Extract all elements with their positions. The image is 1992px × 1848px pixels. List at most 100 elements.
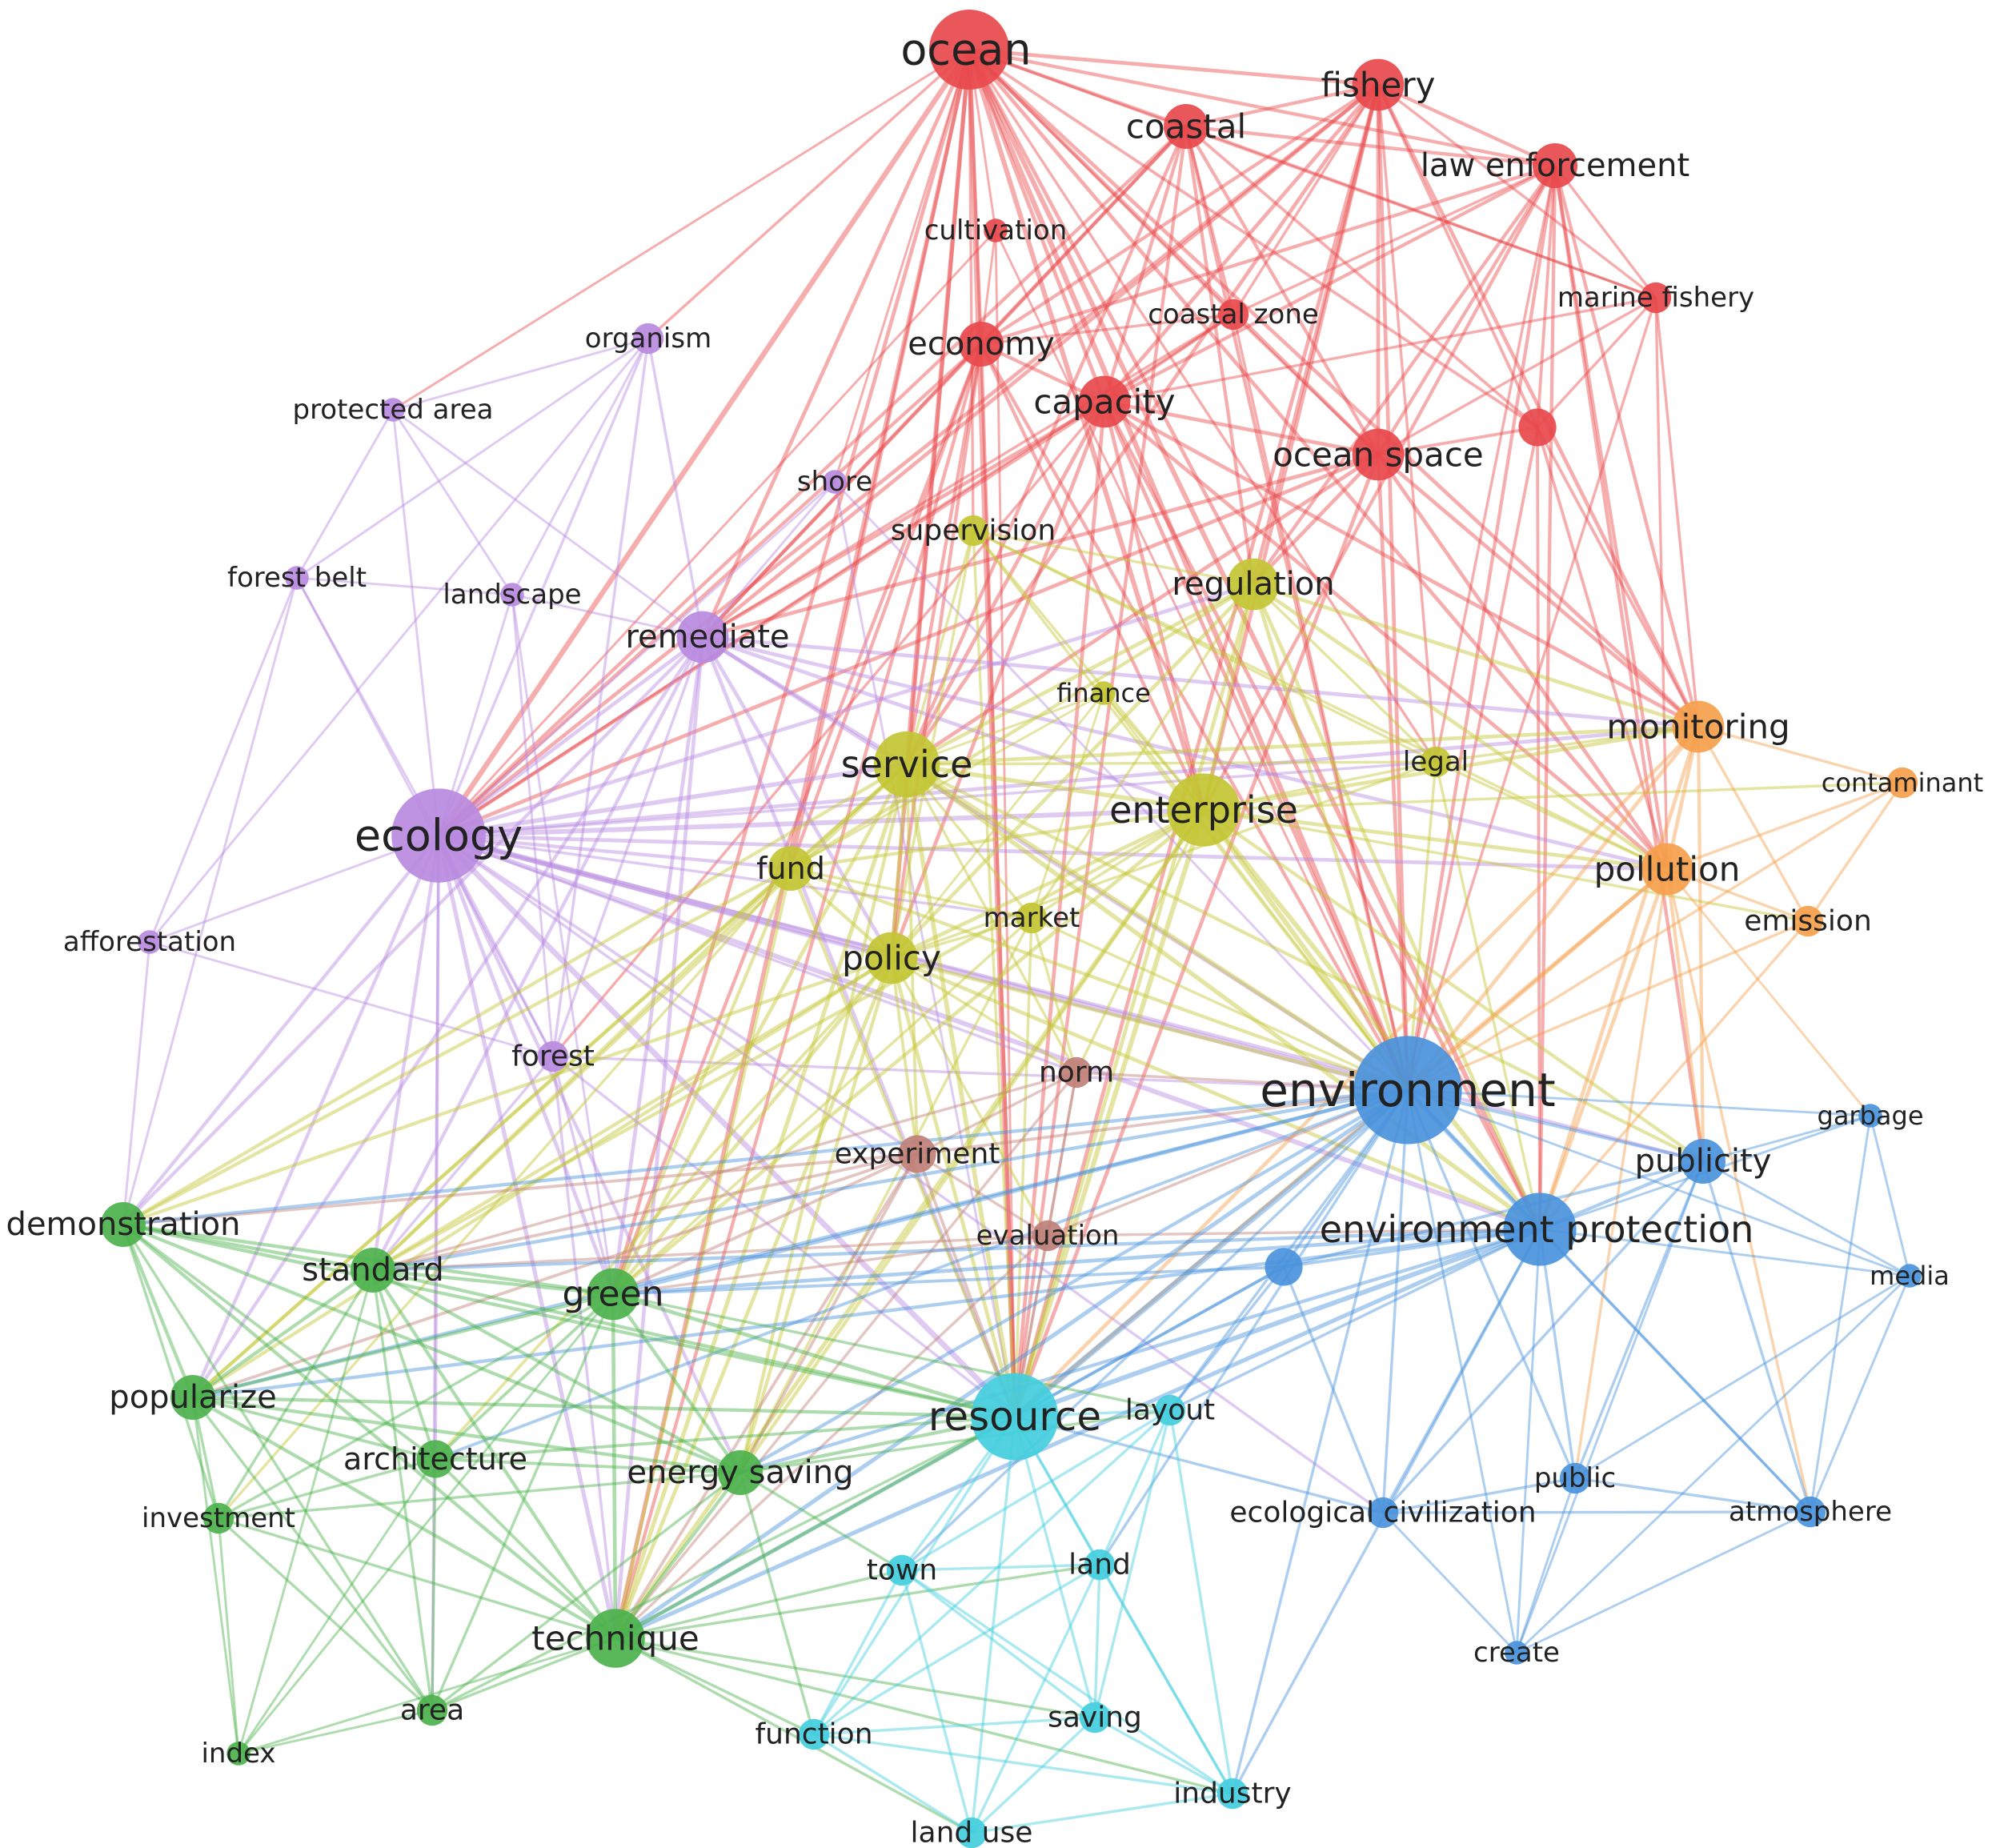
node-remediate[interactable] bbox=[676, 611, 729, 663]
node-contaminant[interactable] bbox=[1886, 767, 1918, 799]
node-create[interactable] bbox=[1505, 1641, 1529, 1665]
node-organism[interactable] bbox=[632, 323, 664, 355]
node-law-enforcement[interactable] bbox=[1533, 143, 1577, 188]
node-demonstration[interactable] bbox=[101, 1202, 146, 1247]
edge-fishery-coastal_zone bbox=[1232, 84, 1380, 315]
node-environment[interactable] bbox=[1353, 1036, 1462, 1144]
node-garbage[interactable] bbox=[1858, 1104, 1882, 1128]
node-publicity[interactable] bbox=[1681, 1139, 1725, 1184]
edge-market-environment bbox=[1031, 916, 1409, 1092]
node-landscape[interactable] bbox=[500, 583, 524, 607]
edge-policy-demonstration bbox=[122, 956, 892, 1227]
edge-forest-green bbox=[551, 1056, 615, 1295]
edge-policy-architecture bbox=[434, 956, 893, 1461]
node-cultivation[interactable] bbox=[984, 218, 1008, 243]
edge-legal-pollution bbox=[1435, 760, 1668, 871]
node-shore[interactable] bbox=[823, 470, 847, 494]
node-index[interactable] bbox=[226, 1742, 251, 1766]
edge-garbage-atmosphere bbox=[1809, 1115, 1872, 1513]
node-standard[interactable] bbox=[351, 1248, 395, 1293]
node-economy[interactable] bbox=[959, 322, 1004, 367]
edge-policy-technique bbox=[613, 957, 894, 1639]
label-law-enforcement: law enforcement bbox=[1421, 147, 1689, 184]
node-energy-saving[interactable] bbox=[718, 1450, 763, 1495]
label-economy: economy bbox=[908, 326, 1055, 363]
node-marine-fishery[interactable] bbox=[1640, 282, 1672, 314]
node-land-use[interactable] bbox=[956, 1817, 988, 1848]
node-supervision[interactable] bbox=[957, 515, 989, 547]
node-atmosphere[interactable] bbox=[1794, 1496, 1826, 1528]
edge-environment_protection-energy_saving bbox=[739, 1227, 1541, 1475]
node-norm[interactable] bbox=[1060, 1056, 1092, 1088]
node-investment[interactable] bbox=[202, 1502, 234, 1534]
node-afforestation[interactable] bbox=[138, 930, 162, 954]
node-ocean[interactable] bbox=[929, 10, 1009, 90]
node-layout[interactable] bbox=[1154, 1394, 1186, 1426]
edge-organism-remediate bbox=[647, 338, 704, 638]
node-green[interactable] bbox=[587, 1268, 639, 1321]
label-technique: technique bbox=[531, 1619, 699, 1658]
edge-regulation-enterprise bbox=[1201, 583, 1256, 811]
node-policy[interactable] bbox=[865, 932, 918, 984]
node-service[interactable] bbox=[873, 731, 940, 798]
node-experiment[interactable] bbox=[898, 1135, 936, 1173]
node-environment-protection[interactable] bbox=[1503, 1193, 1577, 1266]
node-capacity[interactable] bbox=[1078, 375, 1131, 428]
node-forest[interactable] bbox=[537, 1040, 569, 1072]
node-emission[interactable] bbox=[1792, 905, 1824, 937]
node-popularize[interactable] bbox=[170, 1375, 215, 1420]
node-evaluation[interactable] bbox=[1032, 1220, 1064, 1252]
edge-coastal-remediate bbox=[701, 125, 1188, 639]
edge-function-land_use bbox=[813, 1733, 972, 1834]
label-fund: fund bbox=[756, 851, 825, 886]
edge-policy-standard bbox=[371, 956, 893, 1272]
node-market[interactable] bbox=[1016, 902, 1048, 934]
edge-law_enforcement-publicity bbox=[1553, 165, 1705, 1162]
edge-monitoring-emission bbox=[1697, 726, 1810, 922]
edge-coastal_zone-environment bbox=[1232, 314, 1409, 1091]
node-ocean-space[interactable] bbox=[1352, 428, 1405, 481]
node-saving[interactable] bbox=[1079, 1702, 1111, 1734]
node-function[interactable] bbox=[798, 1718, 830, 1750]
node-red-unlabeled[interactable] bbox=[1518, 408, 1557, 447]
node-legal[interactable] bbox=[1420, 746, 1452, 778]
node-protected-area[interactable] bbox=[381, 398, 405, 422]
edge-enterprise-pollution bbox=[1203, 808, 1668, 872]
node-technique[interactable] bbox=[586, 1609, 645, 1668]
node-industry[interactable] bbox=[1216, 1778, 1249, 1810]
node-finance[interactable] bbox=[1092, 681, 1116, 705]
edge-capacity-ocean_space bbox=[1104, 399, 1379, 457]
edge-enterprise-publicity bbox=[1202, 808, 1705, 1163]
edge-economy-service bbox=[904, 343, 984, 765]
edge-service-enterprise bbox=[906, 762, 1204, 812]
node-fund[interactable] bbox=[768, 846, 813, 891]
node-coastal[interactable] bbox=[1164, 104, 1208, 149]
node-coastal-zone[interactable] bbox=[1217, 299, 1249, 331]
node-forest-belt[interactable] bbox=[285, 566, 309, 590]
edge-enterprise-environment_protection bbox=[1201, 808, 1542, 1231]
node-public[interactable] bbox=[1559, 1462, 1591, 1494]
node-resource[interactable] bbox=[971, 1373, 1059, 1461]
node-town[interactable] bbox=[886, 1554, 918, 1586]
edge-forest-technique bbox=[551, 1056, 617, 1639]
edge-fishery-service bbox=[905, 83, 1380, 766]
edge-ecology-environment_protection bbox=[437, 833, 1541, 1232]
node-area[interactable] bbox=[416, 1694, 448, 1726]
edge-service-environment_protection bbox=[905, 762, 1541, 1232]
label-marine-fishery: marine fishery bbox=[1557, 282, 1754, 314]
node-architecture[interactable] bbox=[416, 1440, 455, 1478]
node-media[interactable] bbox=[1898, 1264, 1922, 1288]
node-monitoring[interactable] bbox=[1672, 700, 1725, 753]
node-blue-unlabeled[interactable] bbox=[1265, 1248, 1303, 1286]
node-ecology[interactable] bbox=[391, 788, 486, 883]
node-fishery[interactable] bbox=[1352, 58, 1405, 111]
node-enterprise[interactable] bbox=[1167, 773, 1240, 847]
edge-market-energy_saving bbox=[739, 917, 1033, 1473]
edge-supervision-regulation bbox=[972, 529, 1254, 586]
node-pollution[interactable] bbox=[1641, 843, 1693, 896]
node-land[interactable] bbox=[1084, 1549, 1116, 1581]
node-ecological-civilization[interactable] bbox=[1367, 1497, 1399, 1529]
node-regulation[interactable] bbox=[1227, 558, 1280, 611]
edge-landscape-green bbox=[511, 594, 615, 1295]
label-shore: shore bbox=[797, 466, 872, 498]
